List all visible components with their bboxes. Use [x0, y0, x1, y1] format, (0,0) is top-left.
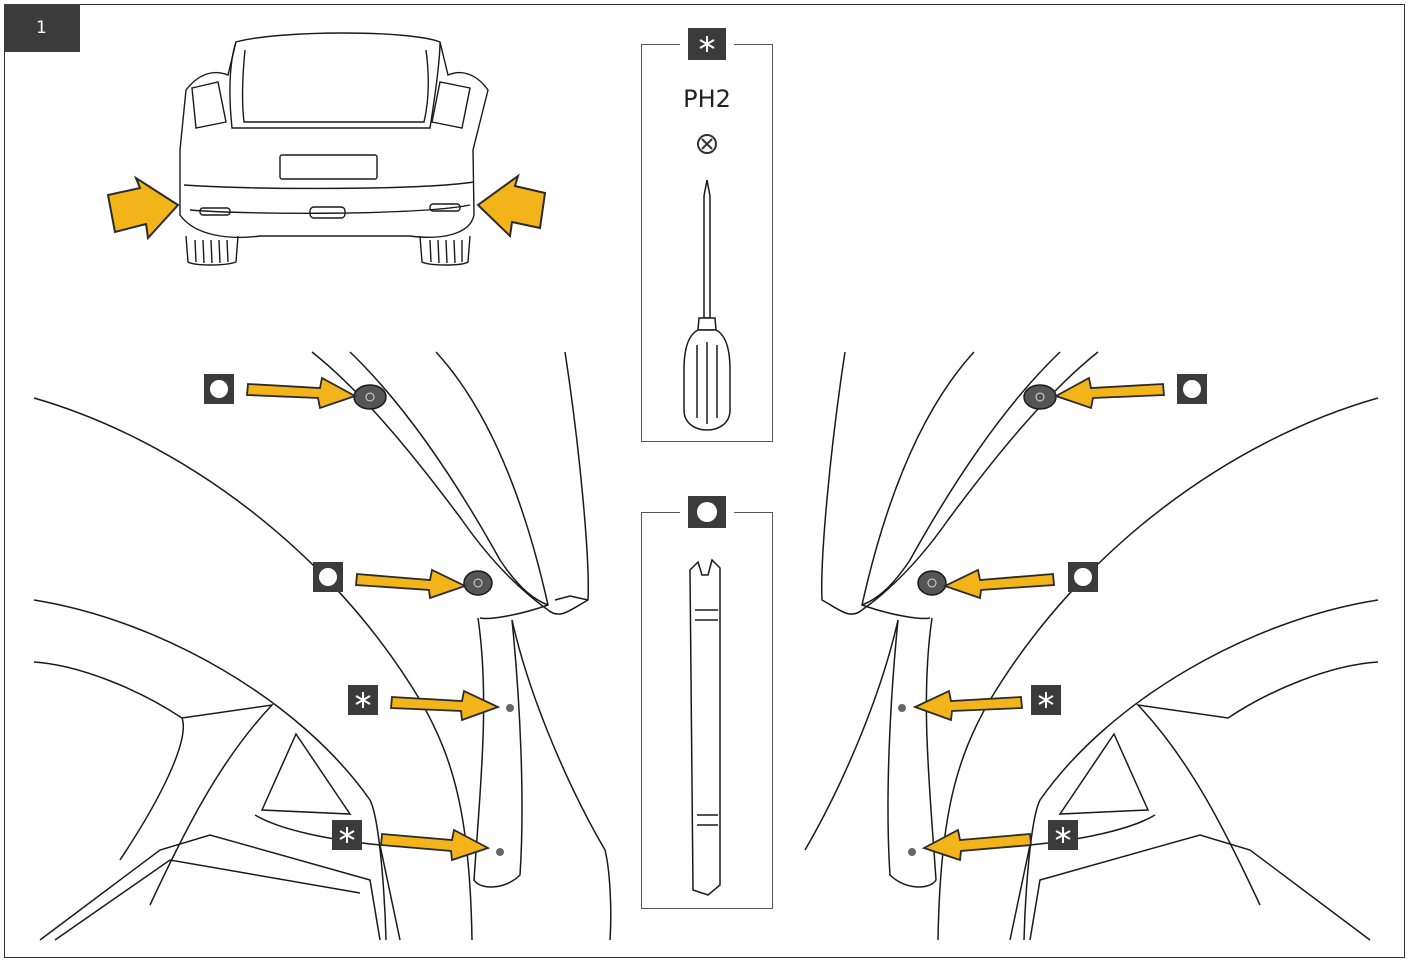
screwdriver-icon	[683, 179, 731, 431]
left-callout-arrow-1	[246, 376, 358, 410]
left-callout-arrow-3	[390, 689, 501, 722]
step-number: 1	[36, 18, 47, 38]
right-location-arrow-icon	[476, 173, 547, 239]
diagram-frame	[4, 4, 1405, 958]
right-callout-arrow-3	[912, 689, 1023, 722]
right-asterisk-marker-1-icon	[1031, 685, 1061, 715]
car-rear-view	[179, 32, 489, 266]
screwdriver-tag-asterisk-icon	[699, 35, 715, 53]
right-callout-arrow-4	[921, 828, 1032, 862]
left-screw-lower-icon	[496, 848, 504, 856]
right-clip-top-icon	[1023, 384, 1057, 410]
right-callout-arrow-2	[942, 568, 1055, 600]
left-callout-arrow-2	[355, 568, 468, 600]
screwdriver-size-label: PH2	[683, 85, 731, 113]
step-number-badge: 1	[4, 4, 80, 52]
left-screw-upper-icon	[506, 704, 514, 712]
left-location-arrow-icon	[106, 175, 180, 241]
right-clip-middle-icon	[917, 570, 947, 596]
left-clip-top-icon	[353, 384, 387, 410]
left-asterisk-marker-1-icon	[348, 685, 378, 715]
right-screw-upper-icon	[898, 704, 906, 712]
left-circle-marker-1-icon	[204, 374, 234, 404]
right-callout-arrow-1	[1053, 376, 1165, 410]
right-circle-marker-1-icon	[1177, 374, 1207, 404]
right-asterisk-marker-2-icon	[1048, 820, 1078, 850]
right-wheel-arch-detail	[804, 351, 1379, 941]
right-circle-marker-2-icon	[1068, 562, 1098, 592]
trim-tool-tag-circle-icon	[697, 502, 717, 522]
left-wheel-arch-detail	[33, 351, 612, 941]
left-clip-middle-icon	[463, 570, 493, 596]
trim-removal-tool-icon	[689, 558, 721, 896]
left-circle-marker-2-icon	[313, 562, 343, 592]
left-asterisk-marker-2-icon	[332, 820, 362, 850]
left-callout-arrow-4	[380, 828, 491, 862]
phillips-head-icon	[697, 134, 717, 154]
right-screw-lower-icon	[908, 848, 916, 856]
